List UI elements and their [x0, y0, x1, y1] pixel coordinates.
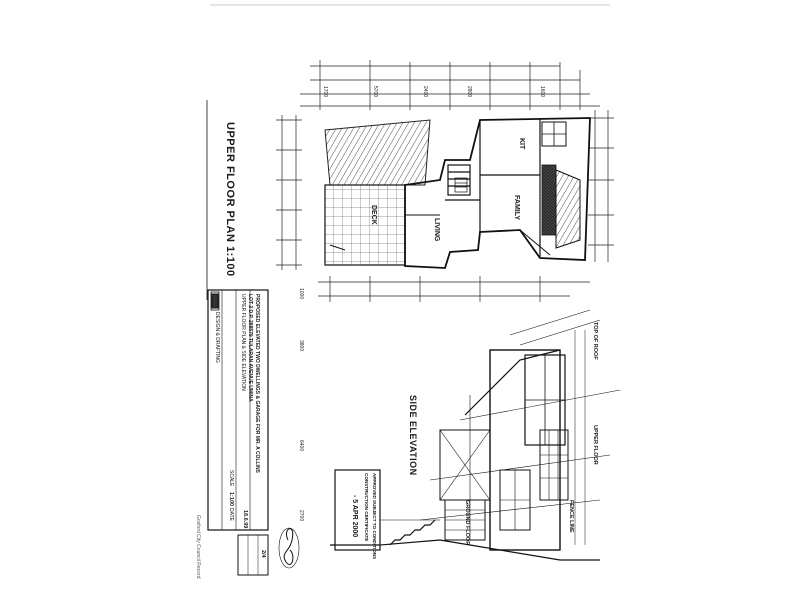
title-date: 18.6.99 [242, 510, 248, 529]
dim-bottom-3: 6400 [298, 440, 304, 452]
dim-top-1: 1700 [322, 86, 328, 98]
dim-top-2: 5700 [372, 86, 378, 98]
elevation-note-roof: TOP OF ROOF [592, 322, 598, 360]
dim-top-3: 2400 [422, 86, 428, 98]
floor-plan [276, 60, 614, 302]
elevation-note-ground: GROUND FLOOR [464, 500, 470, 546]
roof-hatch-area [324, 119, 431, 186]
room-label-deck: DECK [370, 205, 377, 225]
elevation-note-fence: FENCE LINE [568, 500, 574, 533]
stamp-date: - 5 APR 2000 [351, 495, 358, 538]
elevation-title: SIDE ELEVATION [408, 395, 418, 476]
elevation-note-upper: UPPER FLOOR [592, 425, 598, 465]
stamp-line-2: CONSTRUCTION CERTIFICATE [364, 473, 369, 542]
dim-bottom-2: 3800 [298, 340, 304, 352]
title-firm: DESIGN & DRAFTING [214, 312, 220, 363]
dim-top-4: 2800 [466, 86, 472, 98]
signature [278, 527, 300, 569]
dim-top-5: 1600 [539, 86, 545, 98]
room-label-living: LIVING [433, 218, 440, 242]
footer-note: Gosford City Council Record [195, 515, 201, 579]
title-scale: 1:100 [228, 492, 234, 507]
title-site: LOT 2 D.P. 288579 TULARAN AVENUE UMINA [247, 294, 253, 402]
room-label-family: FAMILY [513, 195, 520, 221]
bay-window [555, 169, 581, 249]
title-sheet: UPPER FLOOR PLAN & SIDE ELEVATION [240, 294, 246, 391]
title-sheet-number: 2/4 [260, 550, 266, 558]
deck-grid [324, 184, 406, 266]
dim-bottom-4: 2700 [298, 510, 304, 522]
title-date-label: DATE [228, 508, 234, 521]
kitchen-cabinets [541, 164, 557, 236]
title-project: PROPOSED ELEVATED TWO DWELLINGS & GARAGE… [254, 294, 260, 473]
dim-bottom-1: 1000 [298, 288, 304, 300]
side-elevation [330, 309, 621, 561]
plan-title: UPPER FLOOR PLAN 1:100 [224, 122, 236, 277]
stair [454, 177, 468, 193]
stamp-line-1: APPROVED SUBJECT TO CONDITIONS [372, 473, 377, 560]
approval-stamp-box [334, 469, 381, 551]
title-block [207, 289, 269, 576]
room-label-kitchen: KIT [518, 138, 525, 150]
title-scale-label: SCALE [228, 470, 234, 487]
